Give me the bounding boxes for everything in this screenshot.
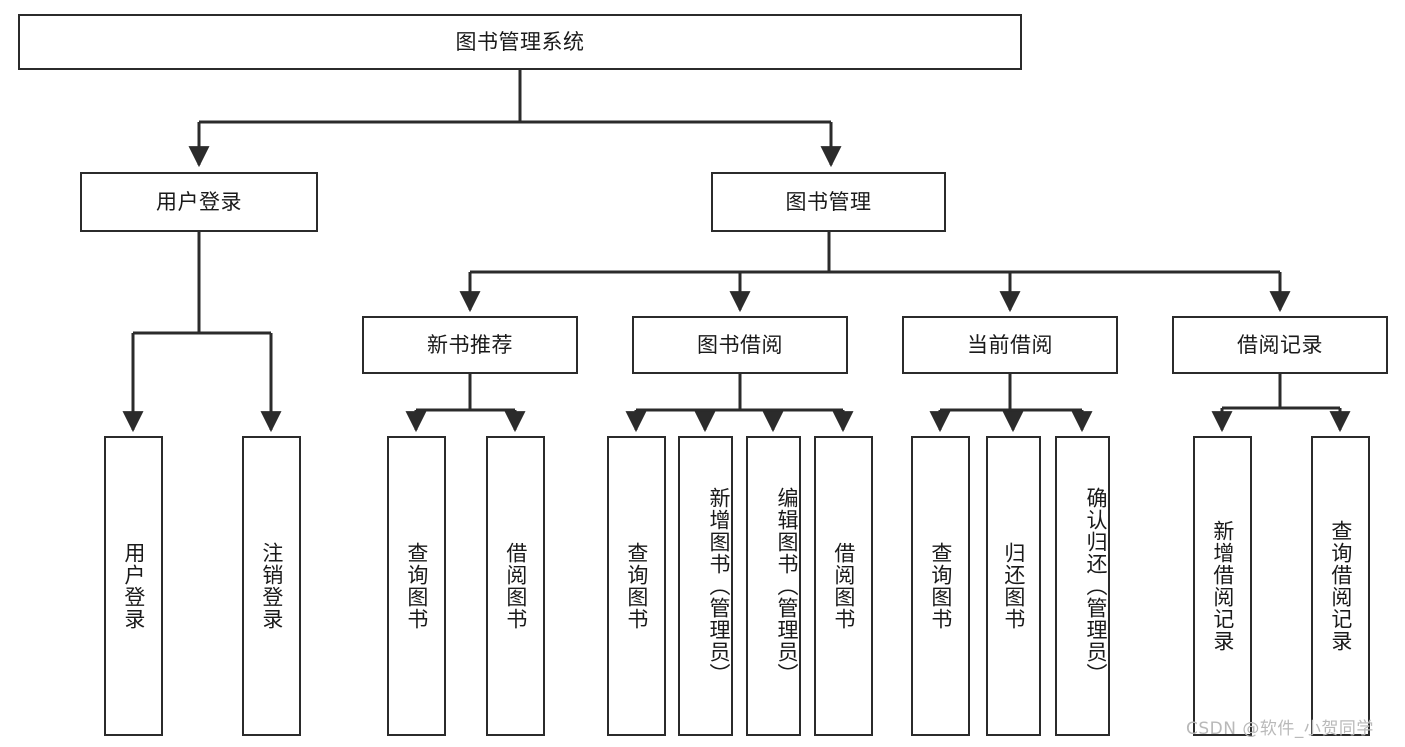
leaf-user-login-label: 用户登录 bbox=[121, 542, 146, 630]
node-current-borrow-label: 当前借阅 bbox=[967, 332, 1053, 357]
leaf-confirm-return-label: 确认归还（管理员） bbox=[1084, 487, 1108, 685]
leaf-user-logout-label: 注销登录 bbox=[259, 542, 284, 630]
leaf-add-book-label: 新增图书（管理员） bbox=[707, 487, 731, 685]
leaf-query-borrow-record-label: 查询借阅记录 bbox=[1328, 520, 1353, 652]
leaf-query-book-current[interactable]: 查询图书 bbox=[911, 436, 970, 736]
leaf-borrow-book-borrow-label: 借阅图书 bbox=[831, 542, 856, 630]
node-book-manage[interactable]: 图书管理 bbox=[711, 172, 946, 232]
leaf-return-book[interactable]: 归还图书 bbox=[986, 436, 1041, 736]
leaf-borrow-book-borrow[interactable]: 借阅图书 bbox=[814, 436, 873, 736]
node-current-borrow[interactable]: 当前借阅 bbox=[902, 316, 1118, 374]
node-book-manage-label: 图书管理 bbox=[785, 189, 872, 214]
leaf-add-borrow-record-label: 新增借阅记录 bbox=[1210, 520, 1235, 652]
leaf-edit-book-label: 编辑图书（管理员） bbox=[775, 487, 799, 685]
node-root-label: 图书管理系统 bbox=[455, 29, 585, 54]
leaf-user-login[interactable]: 用户登录 bbox=[104, 436, 163, 736]
node-borrow-record-label: 借阅记录 bbox=[1237, 332, 1323, 357]
leaf-query-book-borrow-label: 查询图书 bbox=[624, 542, 649, 630]
node-user-login[interactable]: 用户登录 bbox=[80, 172, 318, 232]
leaf-query-book-rec[interactable]: 查询图书 bbox=[387, 436, 446, 736]
leaf-query-book-rec-label: 查询图书 bbox=[404, 542, 429, 630]
node-book-borrow-label: 图书借阅 bbox=[697, 332, 783, 357]
leaf-query-book-borrow[interactable]: 查询图书 bbox=[607, 436, 666, 736]
leaf-query-book-current-label: 查询图书 bbox=[928, 542, 953, 630]
node-new-book-rec[interactable]: 新书推荐 bbox=[362, 316, 578, 374]
leaf-add-borrow-record[interactable]: 新增借阅记录 bbox=[1193, 436, 1252, 736]
node-book-borrow[interactable]: 图书借阅 bbox=[632, 316, 848, 374]
node-user-login-label: 用户登录 bbox=[156, 189, 242, 214]
leaf-add-book[interactable]: 新增图书（管理员） bbox=[678, 436, 733, 736]
leaf-user-logout[interactable]: 注销登录 bbox=[242, 436, 301, 736]
node-borrow-record[interactable]: 借阅记录 bbox=[1172, 316, 1388, 374]
leaf-return-book-label: 归还图书 bbox=[1001, 542, 1026, 630]
leaf-edit-book[interactable]: 编辑图书（管理员） bbox=[746, 436, 801, 736]
leaf-query-borrow-record[interactable]: 查询借阅记录 bbox=[1311, 436, 1370, 736]
leaf-borrow-book-rec-label: 借阅图书 bbox=[503, 542, 528, 630]
node-root[interactable]: 图书管理系统 bbox=[18, 14, 1022, 70]
leaf-borrow-book-rec[interactable]: 借阅图书 bbox=[486, 436, 545, 736]
node-new-book-rec-label: 新书推荐 bbox=[427, 332, 513, 357]
leaf-confirm-return[interactable]: 确认归还（管理员） bbox=[1055, 436, 1110, 736]
